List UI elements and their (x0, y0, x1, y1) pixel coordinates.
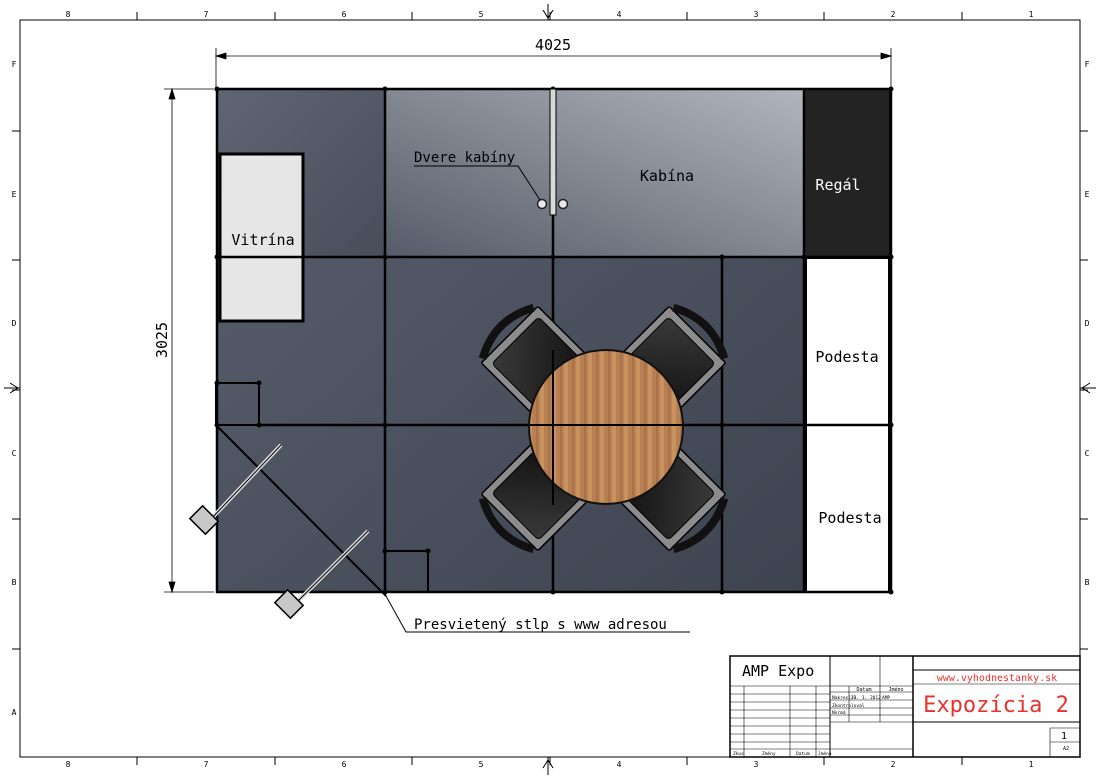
center-arrow-bottom (542, 757, 554, 775)
row-drew-name: AMP (882, 695, 890, 701)
row-label: D (12, 319, 17, 328)
chair-top-left (478, 303, 589, 414)
footer-change: Zkus (733, 751, 744, 757)
grid-nodes (214, 86, 894, 595)
row-letters-right: F E D C B (1085, 60, 1090, 587)
footer-date: Datum (796, 751, 810, 757)
row-label: C (12, 449, 17, 458)
showcase-block (218, 152, 305, 323)
col-label: 3 (754, 760, 759, 769)
col-label: 6 (342, 760, 347, 769)
col-label: 1 (1029, 10, 1034, 19)
row-letters-left: F E D C B A (12, 60, 17, 717)
row-label: D (1085, 319, 1090, 328)
title-block (729, 655, 1081, 758)
col-label: 2 (891, 760, 896, 769)
dimension-width (214, 48, 893, 88)
col-label: 4 (617, 10, 622, 19)
website-text: www.vyhodnestanky.sk (937, 673, 1057, 684)
dimension-depth-value: 3025 (153, 322, 171, 358)
footer-change-desc: Změny (762, 750, 776, 757)
col-label: 8 (66, 760, 71, 769)
drawing-frame (4, 4, 1096, 775)
sheet-number: 1 (1061, 731, 1067, 742)
col-label: 6 (342, 10, 347, 19)
lit-pillar-upper (188, 443, 283, 536)
label-cabin: Kabína (640, 167, 694, 185)
cabin-area (385, 89, 804, 257)
col-label: 5 (479, 760, 484, 769)
label-lit-pillar: Presvietený stlp s www adresou (414, 617, 667, 633)
col-label: 4 (617, 760, 622, 769)
col-label: 7 (204, 10, 209, 19)
col-label: 3 (754, 10, 759, 19)
dimension-width-value: 4025 (535, 36, 571, 54)
center-arrow-left (4, 382, 20, 394)
row-label: E (12, 190, 17, 199)
row-label: E (1085, 190, 1090, 199)
col-label: 7 (204, 760, 209, 769)
leader-lit-pillar (385, 595, 690, 633)
center-arrow-top (542, 4, 554, 20)
row-label: B (1085, 578, 1090, 587)
cabin-door (536, 88, 569, 216)
col-label: 8 (66, 10, 71, 19)
row-label: B (12, 578, 17, 587)
row-checked-label: Zkontroloval (832, 703, 865, 709)
label-showcase: Vitrína (231, 231, 294, 249)
label-podium-lower: Podesta (818, 509, 881, 527)
frame-ticks (12, 12, 1088, 765)
row-label: A (12, 708, 17, 717)
label-shelf: Regál (815, 176, 860, 194)
column-numbers-top: 8 7 6 5 4 3 2 1 (66, 10, 1034, 19)
row-norm-label: Norma (832, 710, 846, 716)
col-label: 5 (479, 10, 484, 19)
row-drew-date: 23. 1. 2012 (851, 695, 881, 701)
header-name: Jméno (888, 686, 903, 693)
column-numbers-bottom: 8 7 6 5 4 3 2 1 (66, 760, 1034, 769)
row-label: F (1085, 60, 1090, 69)
sheet-format: A2 (1063, 746, 1069, 752)
lit-pillar-diagonal (215, 424, 387, 597)
row-drew-label: Nakreslil (832, 695, 857, 701)
dimension-depth (164, 87, 214, 594)
shelf-block (803, 88, 891, 258)
label-cabin-door: Dvere kabíny (414, 150, 515, 166)
corner-boxes (215, 382, 429, 593)
company-name: AMP Expo (742, 662, 814, 680)
podium-upper (805, 257, 890, 426)
center-arrow-right (1080, 382, 1096, 394)
row-label: C (1085, 449, 1090, 458)
header-date: Datum (856, 687, 871, 693)
label-podium-upper: Podesta (815, 348, 878, 366)
footer-name: Jméno (818, 750, 832, 757)
chair-bottom-left (478, 443, 589, 554)
leader-cabin-door (414, 165, 541, 201)
drawing-title: Expozícia 2 (923, 693, 1069, 718)
round-table (528, 349, 684, 505)
col-label: 1 (1029, 760, 1034, 769)
col-label: 2 (891, 10, 896, 19)
lit-pillar-lower (273, 529, 370, 620)
row-label: F (12, 60, 17, 69)
